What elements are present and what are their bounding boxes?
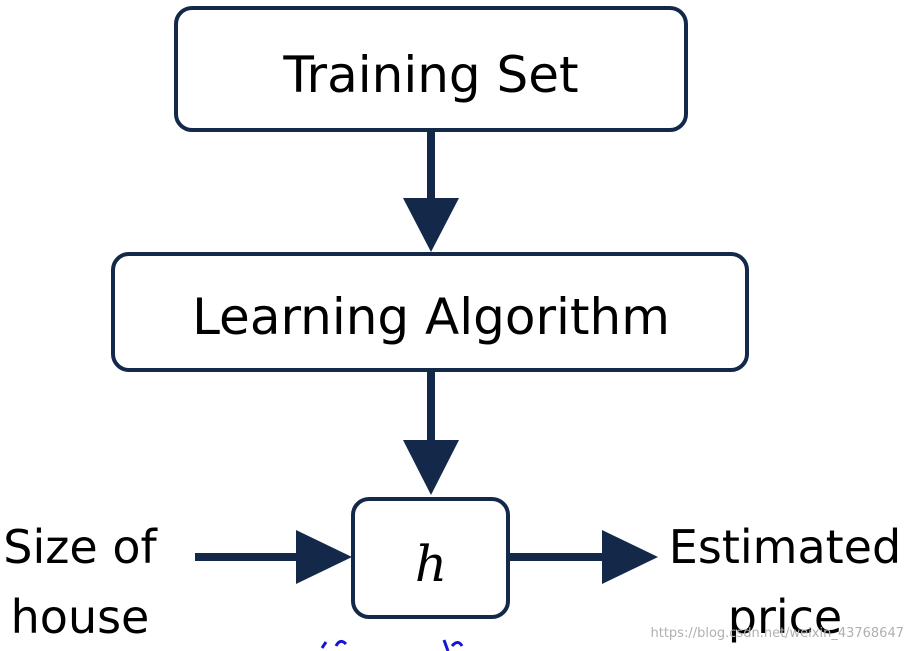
input-label-line2: house	[11, 590, 150, 644]
output-label-line2: price	[728, 590, 842, 644]
node-learning-algorithm-label: Learning Algorithm	[192, 288, 670, 346]
output-label: Estimated price	[669, 520, 901, 644]
edge-learning-to-h	[403, 372, 459, 495]
edge-training-to-learning	[403, 132, 459, 252]
input-label: Size of house	[3, 520, 158, 644]
blue-annotation-fragment	[320, 639, 464, 651]
edge-h-to-output	[510, 530, 658, 584]
node-training-set: Training Set	[174, 6, 688, 132]
input-label-line1: Size of	[3, 520, 158, 574]
edge-input-to-h	[195, 530, 352, 584]
node-training-set-label: Training Set	[282, 46, 578, 104]
watermark-text: https://blog.csdn.net/weixin_43768647	[650, 626, 904, 641]
output-label-line1: Estimated	[669, 520, 901, 574]
node-hypothesis: h	[351, 497, 510, 619]
node-learning-algorithm: Learning Algorithm	[111, 252, 749, 372]
node-hypothesis-label: h	[415, 535, 447, 593]
